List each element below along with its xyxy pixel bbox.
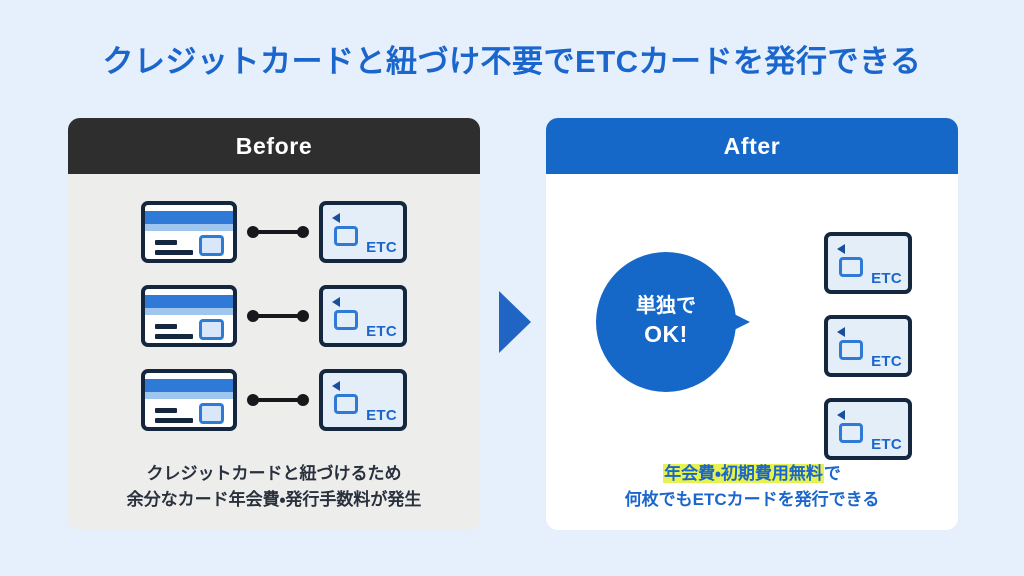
after-panel-body: 単独で OK! ETC ETC ETC 年会費・初期費用無料で xyxy=(546,174,958,530)
credit-card-icon xyxy=(141,369,237,431)
credit-card-icon xyxy=(141,201,237,263)
etc-card-triangle-icon xyxy=(332,213,340,223)
etc-card-chip-icon xyxy=(839,257,863,277)
credit-card-line-long xyxy=(155,334,193,339)
credit-card-line-short xyxy=(155,408,177,413)
etc-card-triangle-icon xyxy=(837,327,845,337)
etc-card-chip-icon xyxy=(334,226,358,246)
credit-card-line-long xyxy=(155,418,193,423)
credit-card-stripe xyxy=(145,379,233,399)
etc-card-chip-icon xyxy=(839,340,863,360)
before-panel: Before ETC xyxy=(68,118,480,530)
link-connector-icon xyxy=(247,226,309,238)
bubble-line-1: 単独で xyxy=(636,295,696,318)
etc-card-icon: ETC xyxy=(319,201,407,263)
etc-card-chip-icon xyxy=(334,394,358,414)
credit-card-line-short xyxy=(155,324,177,329)
right-arrow-icon xyxy=(499,291,531,353)
before-panel-header: Before xyxy=(68,118,480,174)
after-caption-suffix: で xyxy=(823,464,841,483)
bubble-line-2: OK! xyxy=(644,321,688,348)
before-card-rows: ETC ETC xyxy=(68,190,480,442)
credit-card-chip-icon xyxy=(199,235,224,256)
before-caption-line-1: クレジットカードと紐づけるため xyxy=(146,464,402,483)
etc-card-icon: ETC xyxy=(824,398,912,460)
bubble-body: 単独で OK! xyxy=(596,252,736,392)
credit-card-line-long xyxy=(155,250,193,255)
etc-card-icon: ETC xyxy=(319,369,407,431)
credit-card-stripe xyxy=(145,295,233,315)
after-caption-line-1: 年会費・初期費用無料で xyxy=(546,461,958,487)
after-panel: After 単独で OK! ETC ETC ETC xyxy=(546,118,958,530)
etc-card-label: ETC xyxy=(871,353,902,370)
credit-card-stripe xyxy=(145,211,233,231)
etc-card-label: ETC xyxy=(871,436,902,453)
etc-card-label: ETC xyxy=(366,323,397,340)
link-connector-icon xyxy=(247,394,309,406)
card-link-row: ETC xyxy=(68,358,480,442)
card-link-row: ETC xyxy=(68,274,480,358)
etc-card-icon: ETC xyxy=(824,232,912,294)
after-caption-line-2: 何枚でもETCカードを発行できる xyxy=(624,489,880,509)
etc-card-label: ETC xyxy=(366,407,397,424)
etc-card-label: ETC xyxy=(871,270,902,287)
before-panel-caption: クレジットカードと紐づけるため 余分なカード年会費・発行手数料が発生 xyxy=(68,461,480,512)
credit-card-chip-icon xyxy=(199,319,224,340)
link-bar xyxy=(252,398,304,402)
credit-card-line-short xyxy=(155,240,177,245)
after-panel-header-label: After xyxy=(723,132,781,159)
standalone-ok-bubble: 単独で OK! xyxy=(596,252,761,402)
etc-card-icon: ETC xyxy=(824,315,912,377)
link-dot-right xyxy=(297,394,309,406)
before-panel-body: ETC ETC xyxy=(68,174,480,530)
etc-card-chip-icon xyxy=(839,423,863,443)
link-bar xyxy=(252,230,304,234)
before-caption-line-2: 余分なカード年会費・発行手数料が発生 xyxy=(126,489,422,509)
link-dot-right xyxy=(297,310,309,322)
credit-card-icon xyxy=(141,285,237,347)
page-title: クレジットカードと紐づけ不要でETCカードを発行できる xyxy=(102,44,922,79)
etc-card-icon: ETC xyxy=(319,285,407,347)
before-panel-header-label: Before xyxy=(235,132,313,159)
link-connector-icon xyxy=(247,310,309,322)
after-etc-card-stack: ETC ETC ETC xyxy=(824,232,912,460)
etc-card-label: ETC xyxy=(366,239,397,256)
credit-card-chip-icon xyxy=(199,403,224,424)
card-link-row: ETC xyxy=(68,190,480,274)
after-caption-highlight: 年会費・初期費用無料 xyxy=(663,464,824,483)
link-bar xyxy=(252,314,304,318)
after-panel-header: After xyxy=(546,118,958,174)
etc-card-triangle-icon xyxy=(332,381,340,391)
etc-card-triangle-icon xyxy=(332,297,340,307)
etc-card-triangle-icon xyxy=(837,410,845,420)
etc-card-triangle-icon xyxy=(837,244,845,254)
after-panel-caption: 年会費・初期費用無料で 何枚でもETCカードを発行できる xyxy=(546,461,958,512)
etc-card-chip-icon xyxy=(334,310,358,330)
link-dot-right xyxy=(297,226,309,238)
